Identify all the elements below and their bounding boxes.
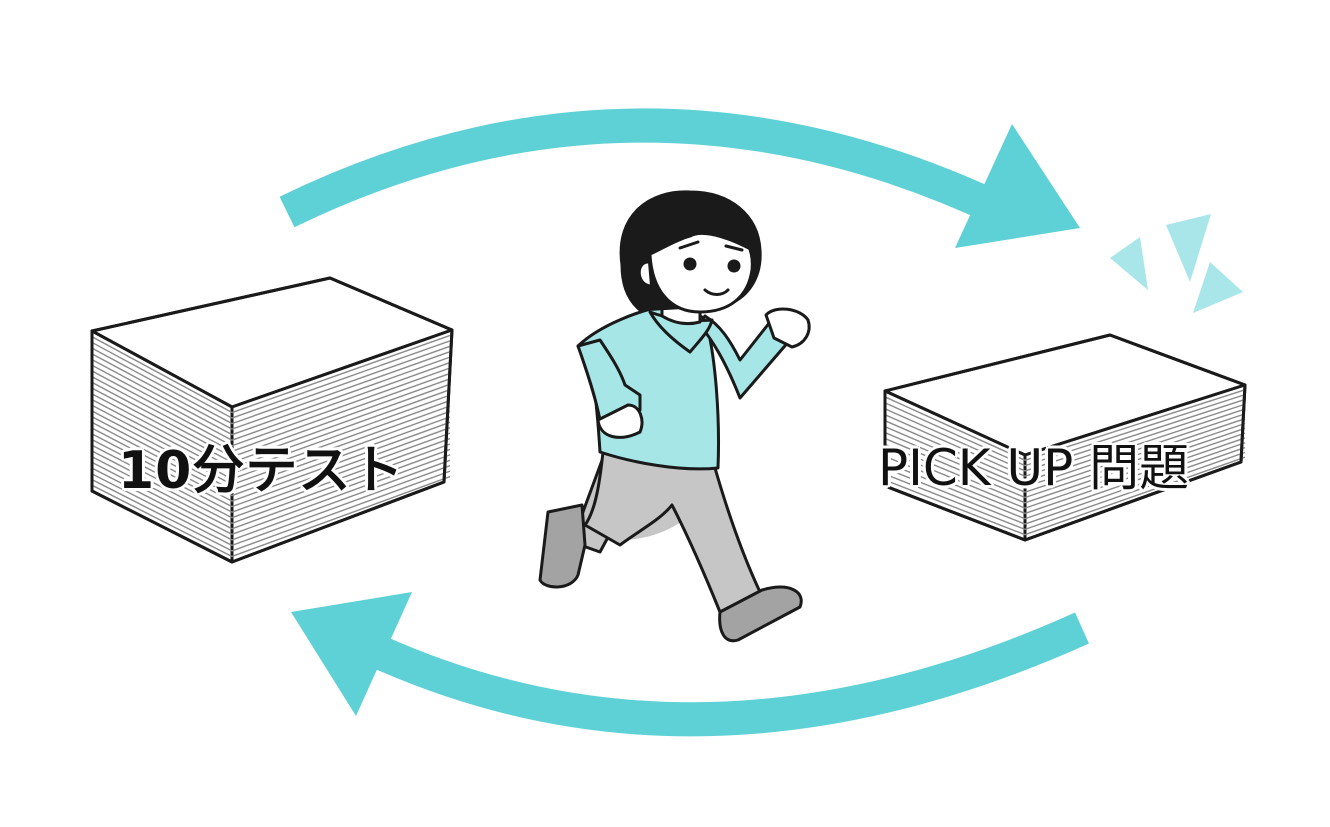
arrow-left-curved-icon xyxy=(291,592,1089,737)
stack-label-pickup-questions: PICK UP 問題 xyxy=(878,439,1190,497)
paper-stack-left xyxy=(90,276,454,564)
paper-stack-right xyxy=(883,333,1247,542)
running-person-illustration xyxy=(538,190,811,643)
stack-label-10min-test: 10分テスト xyxy=(118,441,405,501)
arrow-right-curved-icon xyxy=(279,108,1080,248)
emphasis-lines-icon xyxy=(1110,214,1243,313)
